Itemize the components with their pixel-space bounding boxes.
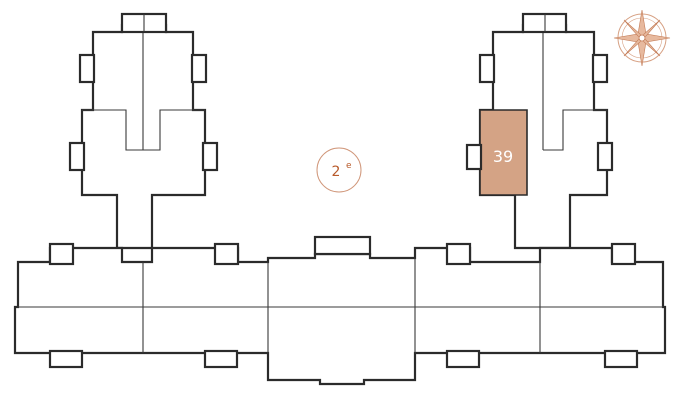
balcony: [465, 143, 483, 171]
base-wing: [13, 235, 667, 386]
floor-badge[interactable]: [316, 147, 362, 193]
balcony: [591, 53, 609, 84]
balcony: [478, 53, 496, 84]
unit-39[interactable]: 39: [465, 109, 528, 196]
floor-number: 2: [332, 164, 341, 180]
unit-39-label: 39: [493, 147, 513, 166]
floor-suffix: e: [346, 161, 352, 171]
left-tower: [68, 12, 219, 250]
balcony: [78, 53, 96, 84]
balcony: [201, 141, 219, 172]
balcony: [68, 141, 86, 172]
balcony: [190, 53, 208, 84]
compass-rose-icon: [613, 9, 671, 67]
balcony: [596, 141, 614, 172]
floor-indicator[interactable]: 2 e: [316, 147, 362, 193]
